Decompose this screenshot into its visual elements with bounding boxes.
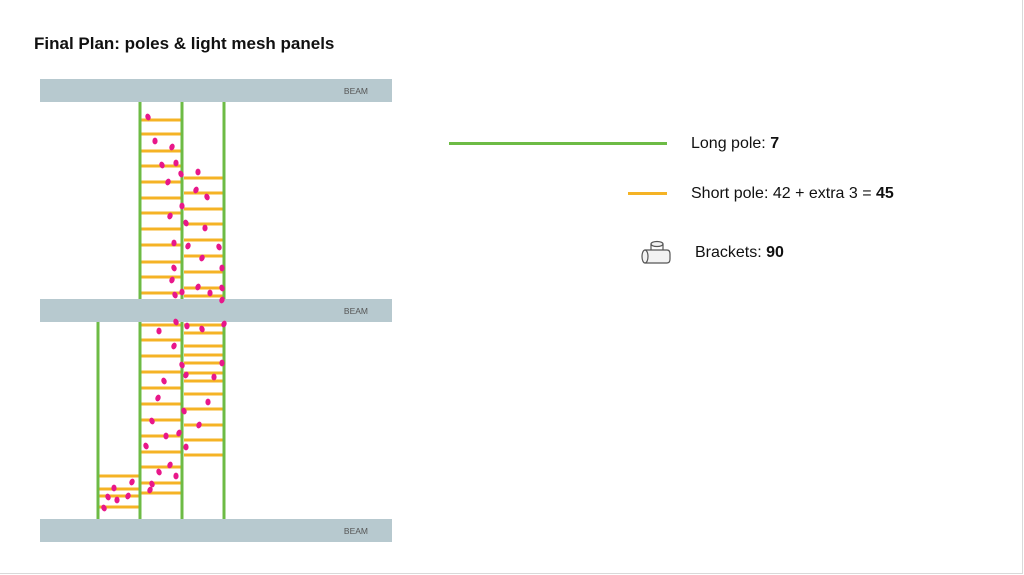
bracket-dot [171,264,177,272]
long-pole-legend: Long pole: 7 [691,135,779,153]
bracket-dot [219,284,225,292]
bracket-dot [205,398,211,406]
bracket-dot [219,264,225,272]
bracket-dot [183,219,189,227]
bracket-dot [179,361,185,369]
short-pole-legend-line [628,192,667,195]
long-pole-count: 7 [770,135,780,152]
bracket-dot [202,224,208,232]
bracket-dot [207,289,213,297]
short-pole-label: Short pole: 42 + extra 3 = [691,185,877,202]
beam [40,519,392,542]
bracket-dot [125,492,131,500]
bracket-dot [216,243,222,251]
bracket-dot [196,421,202,429]
bracket-dot [167,461,173,469]
bracket-dot [152,137,158,145]
beam-label: BEAM [344,526,368,536]
bracket-dot [129,478,135,486]
short-pole-legend: Short pole: 42 + extra 3 = 45 [691,185,894,203]
bracket-dot [219,359,225,367]
bracket-dot [156,468,162,476]
long-pole-label: Long pole: [691,135,771,152]
bracket-dot [193,186,199,194]
bracket-dot [101,504,107,512]
bracket-dot [199,325,205,333]
bracket-dot [195,283,201,291]
bracket-dot [149,480,155,488]
bracket-dot [173,472,179,480]
beam-label: BEAM [344,86,368,96]
bracket-dot [114,496,120,504]
page-title: Final Plan: poles & light mesh panels [34,34,335,53]
bracket-dot [105,493,111,501]
bracket-dot [183,371,189,379]
bracket-dot [143,442,149,450]
beam [40,299,392,322]
bracket-dot [163,432,169,440]
bracket-dot [178,170,184,178]
bracket-dot [165,178,171,186]
bracket-dot [179,202,185,210]
bracket-dot [173,159,179,167]
bracket-dot [172,291,178,299]
short-pole-count: 45 [876,185,894,202]
bracket-dot [147,486,153,494]
bracket-dot [156,327,162,335]
bracket-dot [176,429,182,437]
bracket-dot [145,113,151,121]
brackets-label: Brackets: [695,244,767,261]
bracket-dot [167,212,173,220]
bracket-dot [183,443,189,451]
bracket-dot [161,377,167,385]
brackets-count: 90 [766,244,784,261]
bracket-dot [169,143,175,151]
bracket-dot [171,342,177,350]
bracket-dot [149,417,155,425]
bracket-dot [184,322,190,330]
bracket-dot [219,296,225,304]
bracket-dot [181,407,187,415]
bracket-dot [111,484,117,492]
bracket-dot [169,276,175,284]
beam-label: BEAM [344,306,368,316]
bracket-dot [179,288,185,296]
bracket-dot [211,373,217,381]
bracket-dot [155,394,161,402]
bracket-dot [159,161,165,169]
bracket-dot [221,320,227,328]
long-pole-legend-line [449,142,667,145]
bracket-dot [185,242,191,250]
bracket-dot [171,239,177,247]
bracket-dot [199,254,205,262]
brackets-legend: Brackets: 90 [695,244,784,262]
bracket-icon [641,240,671,264]
bracket-dot [173,318,179,326]
bracket-dot [204,193,210,201]
beam [40,79,392,102]
bracket-dot [195,168,201,176]
